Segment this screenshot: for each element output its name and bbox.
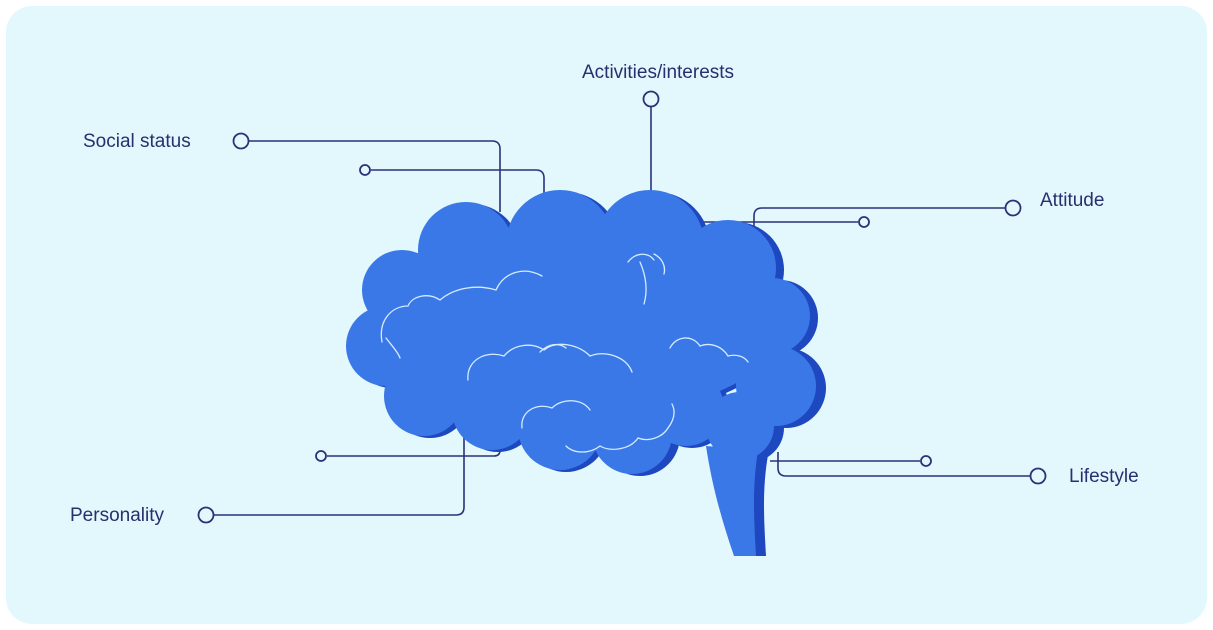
secondary-right-bottom-node bbox=[920, 455, 932, 467]
social-status-connector bbox=[249, 140, 501, 212]
attitude-label: Attitude bbox=[1040, 190, 1105, 211]
personality-node bbox=[197, 506, 215, 524]
attitude-node bbox=[1004, 199, 1022, 217]
personality-connector bbox=[214, 418, 465, 516]
activities-label: Activities/interests bbox=[582, 62, 735, 83]
brain bbox=[346, 190, 816, 556]
secondary-right-top-node bbox=[858, 216, 870, 228]
lifestyle-label: Lifestyle bbox=[1069, 466, 1139, 487]
secondary-left-bottom-node bbox=[315, 450, 327, 462]
brain-folds bbox=[380, 253, 749, 453]
social-status-label: Social status bbox=[83, 131, 191, 152]
personality-label: Personality bbox=[70, 505, 164, 526]
secondary-left-top-node bbox=[359, 164, 371, 176]
lifestyle-connector bbox=[777, 452, 1031, 477]
lifestyle-node bbox=[1029, 467, 1047, 485]
activities-node bbox=[642, 90, 660, 108]
attitude-connector bbox=[753, 207, 1006, 246]
secondary-left-top-connector bbox=[371, 169, 545, 218]
social-status-node bbox=[232, 132, 250, 150]
